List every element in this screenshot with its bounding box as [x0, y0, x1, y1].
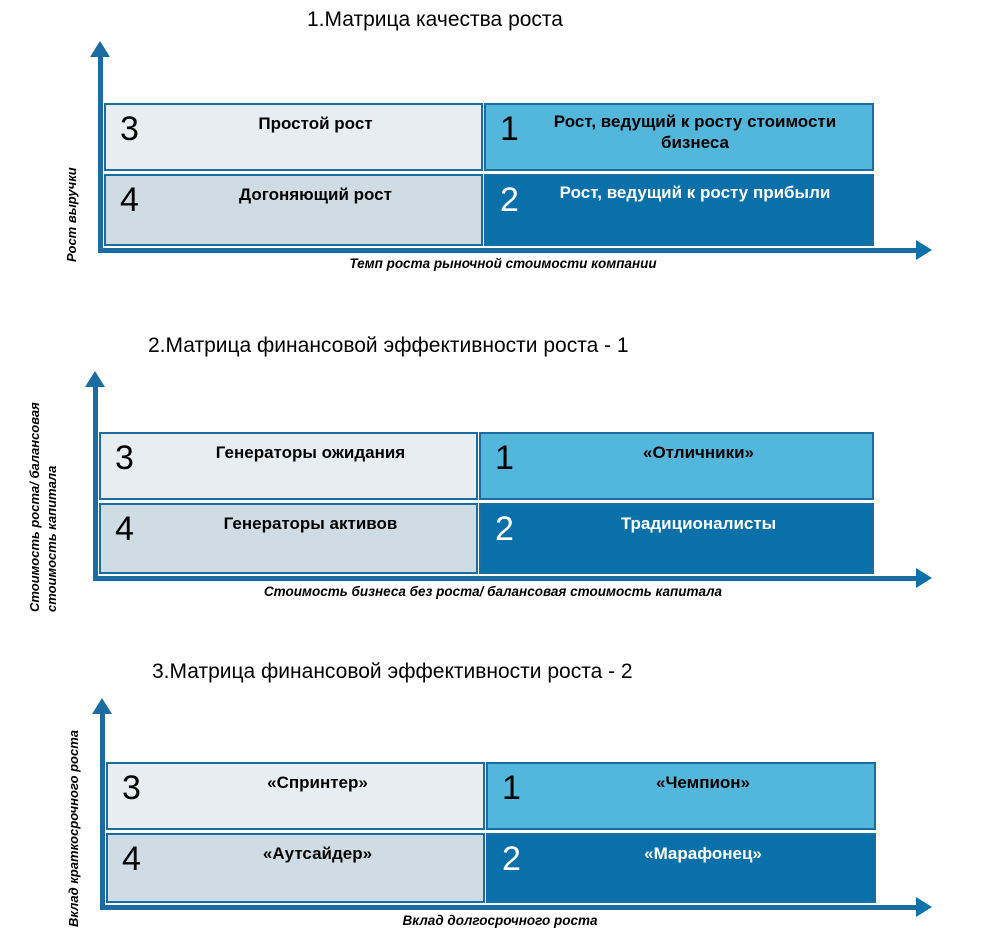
matrix-3-cell-2[interactable]: 2 «Марафонец»: [486, 833, 876, 903]
matrix-1-cell-2[interactable]: 2 Рост, ведущий к росту прибыли: [484, 174, 874, 246]
matrix-1-cell-3[interactable]: 3 Простой рост: [104, 103, 483, 171]
matrix-3-cell-3[interactable]: 3 «Спринтер»: [106, 762, 485, 830]
cell-label: Простой рост: [258, 114, 373, 133]
matrix-1-cell-1[interactable]: 1 Рост, ведущий к росту стоимости бизнес…: [484, 103, 874, 171]
matrix-2-title: 2.Матрица финансовой эффективности роста…: [148, 334, 629, 357]
matrix-2-cell-4[interactable]: 4 Генераторы активов: [99, 503, 478, 574]
cell-label: Традиционалисты: [620, 514, 777, 533]
cell-number: 4: [120, 181, 139, 219]
cell-label: «Аутсайдер»: [262, 844, 373, 863]
cell-label: Генераторы ожидания: [215, 443, 406, 462]
y-axis-line-1: [98, 55, 103, 253]
cell-number: 1: [495, 439, 514, 477]
matrix-3-cell-4[interactable]: 4 «Аутсайдер»: [106, 833, 485, 903]
x-axis-arrow-3: [916, 897, 932, 917]
matrix-growth-quality: 1.Матрица качества роста Рост выручки Те…: [0, 0, 1000, 290]
cell-number: 3: [115, 439, 134, 477]
matrix-3-cell-1[interactable]: 1 «Чемпион»: [486, 762, 876, 830]
cell-label: «Марафонец»: [644, 844, 762, 863]
matrix-2-cell-1[interactable]: 1 «Отличники»: [479, 432, 874, 500]
cell-number: 3: [120, 110, 139, 148]
cell-number: 3: [122, 769, 141, 807]
cell-number: 4: [122, 840, 141, 878]
x-axis-arrow-1: [916, 240, 932, 260]
y-axis-line-3: [100, 712, 105, 910]
matrix-1-cell-4[interactable]: 4 Догоняющий рост: [104, 174, 483, 246]
y-axis-arrow-2: [85, 371, 105, 387]
cell-number: 2: [502, 840, 521, 878]
y-axis-arrow-1: [90, 41, 110, 57]
cell-number: 4: [115, 510, 134, 548]
cell-number: 2: [500, 181, 519, 219]
matrix-financial-efficiency-1: 2.Матрица финансовой эффективности роста…: [27, 334, 932, 612]
x-axis-line-1: [98, 248, 916, 253]
x-axis-label-1: Темп роста рыночной стоимости компании: [349, 256, 657, 271]
cell-number: 1: [502, 769, 521, 807]
matrix-2-cell-2[interactable]: 2 Традиционалисты: [479, 503, 874, 574]
x-axis-line-2: [93, 576, 916, 581]
y-axis-label-3: Вклад краткосрочного роста: [66, 729, 81, 927]
matrix-1-title: 1.Матрица качества роста: [307, 8, 563, 31]
cell-number: 2: [495, 510, 514, 548]
cell-label: «Отличники»: [642, 443, 755, 462]
matrix-2-cell-3[interactable]: 3 Генераторы ожидания: [99, 432, 478, 500]
x-axis-label-3: Вклад долгосрочного роста: [402, 913, 598, 928]
x-axis-arrow-2: [916, 568, 932, 588]
x-axis-label-2: Стоимость бизнеса без роста/ балансовая …: [263, 584, 723, 599]
cell-label: Рост, ведущий к росту прибыли: [559, 183, 831, 202]
x-axis-line-3: [100, 905, 916, 910]
y-axis-line-2: [93, 385, 98, 581]
cell-label: «Спринтер»: [267, 773, 368, 792]
cell-label: «Чемпион»: [655, 773, 751, 792]
cell-label: Генераторы активов: [223, 514, 398, 533]
cell-label: Рост, ведущий к росту стоимости бизнеса: [553, 112, 837, 152]
cell-label: Догоняющий рост: [239, 185, 392, 204]
y-axis-arrow-3: [92, 698, 112, 714]
cell-number: 1: [500, 110, 519, 148]
matrix-3-title: 3.Матрица финансовой эффективности роста…: [152, 660, 633, 683]
